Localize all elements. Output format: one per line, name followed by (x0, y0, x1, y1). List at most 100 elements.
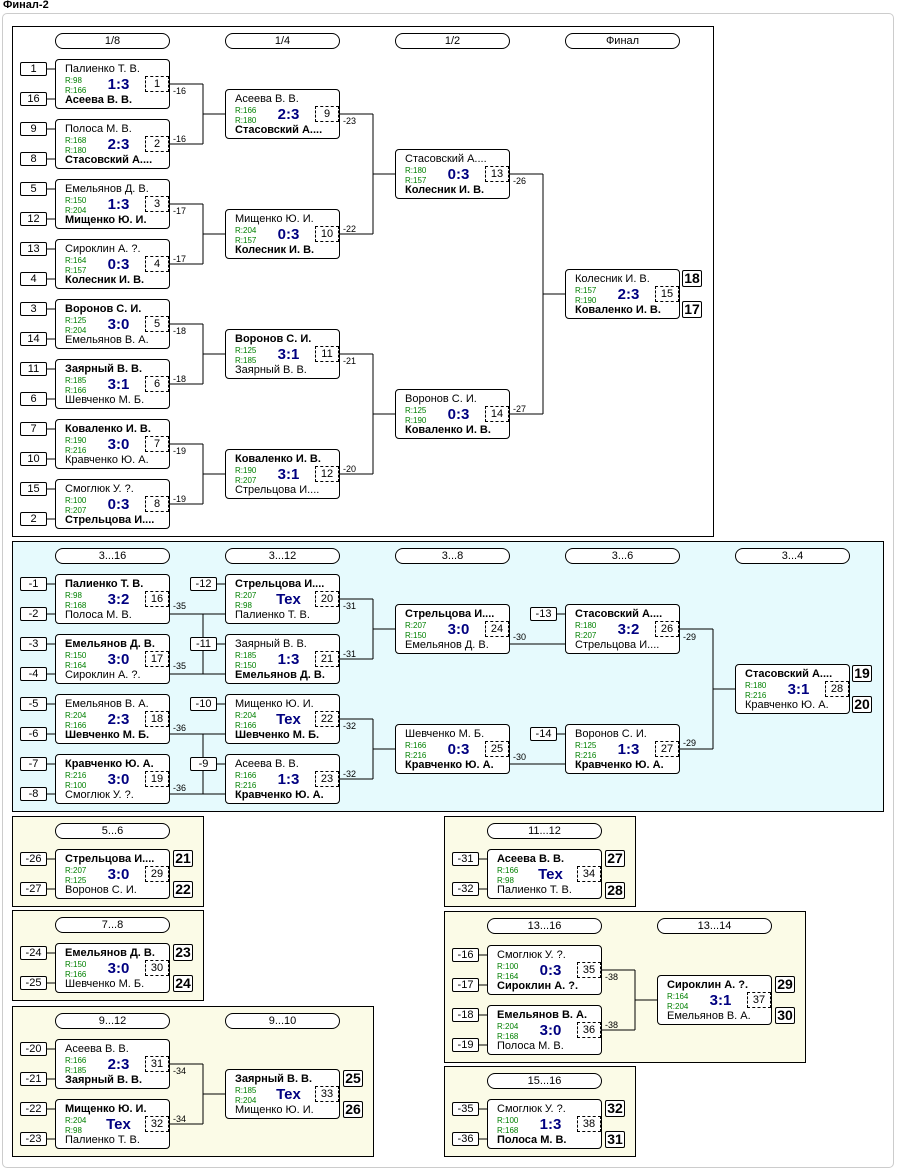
player-1-name[interactable]: Воронов С. И. (235, 333, 312, 345)
match-number[interactable]: 8 (145, 496, 169, 512)
player-1-name[interactable]: Заярный В. В. (235, 638, 307, 650)
player-2-name[interactable]: Кравченко Ю. А. (745, 699, 829, 711)
player-2-name[interactable]: Сироклин А. ?. (65, 669, 141, 681)
match-score[interactable]: 1:3 (107, 76, 130, 93)
player-2-name[interactable]: Сироклин А. ?. (497, 980, 579, 992)
match-number[interactable]: 26 (655, 621, 679, 637)
player-1-name[interactable]: Мищенко Ю. И. (235, 698, 314, 710)
player-1-name[interactable]: Воронов С. И. (405, 393, 477, 405)
match-score[interactable]: Tex (106, 1116, 131, 1133)
match-number[interactable]: 36 (577, 1022, 601, 1038)
player-2-name[interactable]: Коваленко И. В. (575, 304, 661, 316)
player-2-name[interactable]: Заярный В. В. (65, 1074, 143, 1086)
player-1-name[interactable]: Емельянов Д. В. (65, 638, 155, 650)
match-score[interactable]: 1:3 (277, 651, 300, 668)
player-1-name[interactable]: Стрельцова И.... (405, 608, 495, 620)
player-2-name[interactable]: Кравченко Ю. А. (235, 789, 324, 801)
player-2-name[interactable]: Смоглюк У. ?. (65, 789, 134, 801)
match-score[interactable]: 0:3 (539, 962, 562, 979)
player-1-name[interactable]: Коваленко И. В. (235, 453, 321, 465)
player-2-name[interactable]: Кравченко Ю. А. (405, 759, 494, 771)
match-score[interactable]: 0:3 (447, 166, 470, 183)
match-number[interactable]: 27 (655, 741, 679, 757)
match-score[interactable]: 0:3 (447, 406, 470, 423)
player-1-name[interactable]: Стасовский А.... (405, 153, 487, 165)
match-score[interactable]: 3:1 (107, 376, 130, 393)
match-number[interactable]: 32 (145, 1116, 169, 1132)
player-2-name[interactable]: Кравченко Ю. А. (65, 454, 149, 466)
match-score[interactable]: 3:1 (709, 992, 732, 1009)
player-1-name[interactable]: Емельянов Д. В. (65, 183, 149, 195)
match-number[interactable]: 23 (315, 771, 339, 787)
player-1-name[interactable]: Асеева В. В. (65, 1043, 129, 1055)
match-number[interactable]: 19 (145, 771, 169, 787)
player-2-name[interactable]: Коваленко И. В. (405, 424, 491, 436)
player-1-name[interactable]: Емельянов Д. В. (65, 947, 155, 959)
player-2-name[interactable]: Емельянов Д. В. (235, 669, 325, 681)
player-2-name[interactable]: Полоса М. В. (65, 609, 132, 621)
match-score[interactable]: 3:1 (277, 466, 300, 483)
player-2-name[interactable]: Палиенко Т. В. (65, 1134, 140, 1146)
player-2-name[interactable]: Шевченко М. Б. (65, 978, 145, 990)
player-2-name[interactable]: Палиенко Т. В. (497, 884, 572, 896)
match-score[interactable]: 1:3 (107, 196, 130, 213)
match-number[interactable]: 30 (145, 960, 169, 976)
player-1-name[interactable]: Смоглюк У. ?. (65, 483, 134, 495)
match-score[interactable]: 1:3 (277, 771, 300, 788)
player-2-name[interactable]: Стрельцова И.... (575, 639, 660, 651)
player-2-name[interactable]: Палиенко Т. В. (235, 609, 310, 621)
match-score[interactable]: Tex (276, 711, 301, 728)
player-1-name[interactable]: Стасовский А.... (745, 668, 833, 680)
match-score[interactable]: 0:3 (107, 256, 130, 273)
player-2-name[interactable]: Полоса М. В. (497, 1040, 564, 1052)
player-1-name[interactable]: Мищенко Ю. И. (235, 213, 314, 225)
match-number[interactable]: 14 (485, 406, 509, 422)
player-2-name[interactable]: Полоса М. В. (497, 1134, 567, 1146)
match-score[interactable]: 3:0 (539, 1022, 562, 1039)
match-number[interactable]: 7 (145, 436, 169, 452)
match-score[interactable]: 3:0 (107, 436, 130, 453)
match-score[interactable]: 3:0 (107, 960, 130, 977)
match-number[interactable]: 10 (315, 226, 339, 242)
match-number[interactable]: 29 (145, 866, 169, 882)
player-2-name[interactable]: Кравченко Ю. А. (575, 759, 664, 771)
match-number[interactable]: 25 (485, 741, 509, 757)
player-1-name[interactable]: Сироклин А. ?. (667, 979, 749, 991)
player-1-name[interactable]: Кравченко Ю. А. (65, 758, 154, 770)
player-1-name[interactable]: Смоглюк У. ?. (497, 1103, 566, 1115)
match-score[interactable]: 3:0 (447, 621, 470, 638)
match-score[interactable]: 3:1 (277, 346, 300, 363)
match-score[interactable]: 0:3 (107, 496, 130, 513)
match-number[interactable]: 1 (145, 76, 169, 92)
player-1-name[interactable]: Смоглюк У. ?. (497, 949, 566, 961)
player-1-name[interactable]: Коваленко И. В. (65, 423, 151, 435)
match-score[interactable]: 3:2 (107, 591, 130, 608)
player-2-name[interactable]: Стрельцова И.... (235, 484, 320, 496)
match-number[interactable]: 12 (315, 466, 339, 482)
player-1-name[interactable]: Сироклин А. ?. (65, 243, 141, 255)
match-score[interactable]: 1:3 (617, 741, 640, 758)
match-number[interactable]: 33 (315, 1086, 339, 1102)
player-2-name[interactable]: Емельянов В. А. (667, 1010, 751, 1022)
player-2-name[interactable]: Стасовский А.... (235, 124, 323, 136)
player-2-name[interactable]: Емельянов Д. В. (405, 639, 489, 651)
match-score[interactable]: 3:0 (107, 771, 130, 788)
